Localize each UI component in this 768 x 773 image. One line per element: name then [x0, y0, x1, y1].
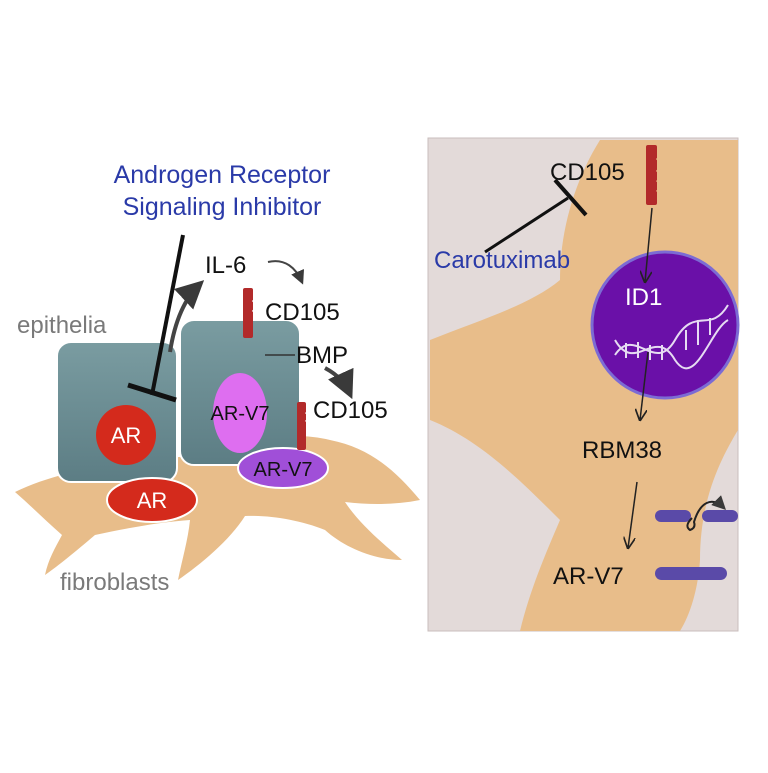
arv7-fibroblast-node [237, 447, 329, 489]
arv7-label-right: AR-V7 [553, 563, 624, 590]
cd105-label-right: CD105 [550, 159, 625, 186]
inhibitor-label-line1: Androgen Receptor [114, 161, 331, 189]
carotuximab-inhibition-icon [484, 178, 588, 254]
cd105-label-mid: CD105 [313, 397, 388, 424]
id1-label: ID1 [625, 284, 662, 311]
arv7-epithelial-label: AR-V7 [211, 403, 270, 425]
nucleus [590, 250, 740, 400]
right-panel: CD105 Carotuximab ID1 RBM38 [427, 137, 740, 632]
cd105-receptor-right-icon [646, 145, 662, 205]
il6-to-cd105-arrow [267, 260, 305, 285]
ar-to-il6-arrow [168, 280, 205, 353]
cd105-to-id1-arrow [645, 207, 653, 282]
fibroblasts-label: fibroblasts [60, 569, 169, 596]
ar-epithelial-node [96, 405, 156, 465]
arv7-fibroblast-label: AR-V7 [254, 459, 313, 481]
dna-helix-icon [614, 304, 729, 370]
cd105-receptor-fibroblast-icon [297, 402, 311, 450]
carotuximab-label: Carotuximab [434, 247, 570, 274]
ar-epithelial-label: AR [111, 423, 142, 448]
rbm38-to-arv7-arrow [628, 481, 638, 548]
bmp-to-cd105-arrow [324, 366, 354, 400]
il6-label: IL-6 [205, 252, 246, 279]
cd105-receptor-epithelial-icon [243, 288, 258, 338]
ar-fibroblast-node [106, 477, 198, 523]
splice-transcript-icon [655, 495, 738, 532]
ar-fibroblast-label: AR [137, 488, 168, 513]
inhibitor-label-line2: Signaling Inhibitor [123, 193, 322, 221]
arv7-epithelial-node [213, 373, 267, 453]
arv7-transcript-bar [655, 567, 727, 580]
rbm38-label: RBM38 [582, 437, 662, 464]
bmp-label: BMP [296, 342, 348, 369]
left-panel: AR AR-V7 AR AR-V7 CD105 CD105 BMP IL-6 [15, 161, 420, 596]
epithelia-label: epithelia [17, 312, 107, 339]
cd105-label-top: CD105 [265, 299, 340, 326]
inhibition-bar-icon [127, 234, 185, 403]
id1-to-rbm38-arrow [640, 351, 649, 420]
